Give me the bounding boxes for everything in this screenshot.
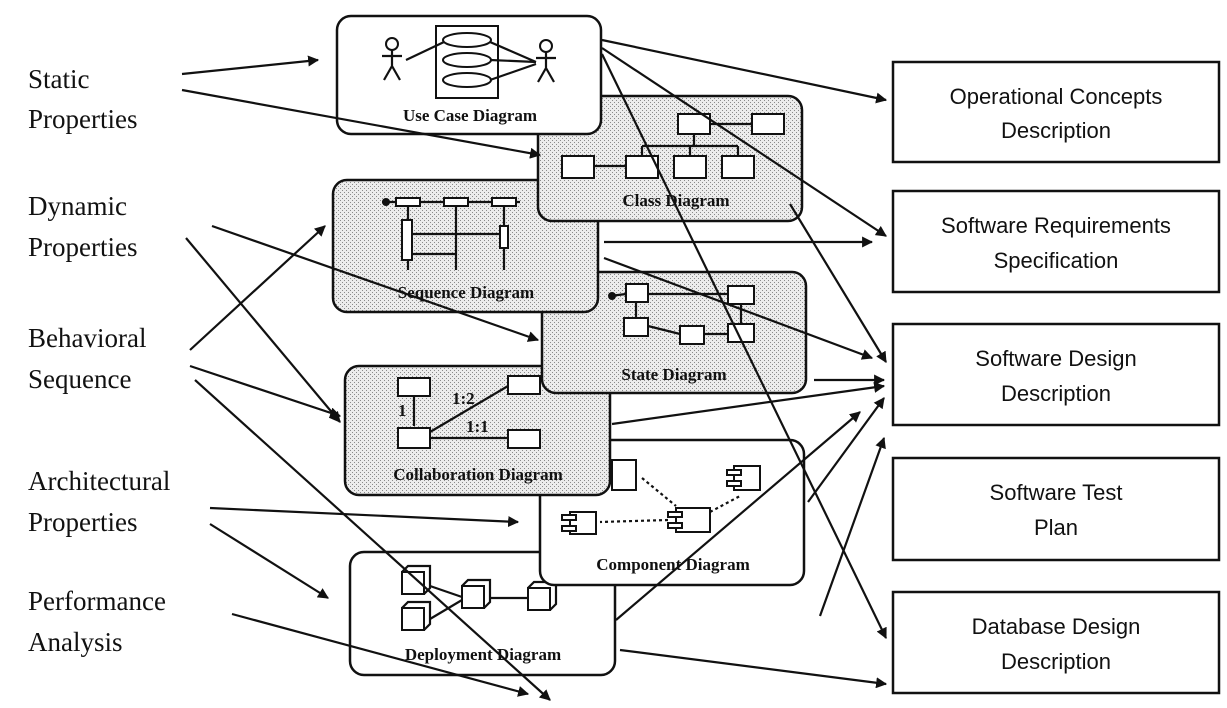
state-diagram-caption: State Diagram [621,365,726,384]
arrow [601,47,887,237]
sequence-diagram: Sequence Diagram [331,178,600,314]
class-diagram-caption: Class Diagram [622,191,729,210]
property-line: Performance [28,586,166,616]
arrow [619,648,888,689]
property-line: Sequence [28,364,131,394]
document-line: Database Design [972,614,1141,639]
property-behavioral-label: Behavioral Sequence [28,323,146,394]
arrow [611,381,886,426]
arrow [189,225,326,351]
document-line: Description [1001,381,1111,406]
property-dynamic-label: Dynamic Properties [28,191,137,262]
collab-message-label: 1 [398,401,407,420]
document-line: Specification [994,248,1119,273]
deployment-diagram-caption: Deployment Diagram [405,645,561,664]
property-line: Static [28,64,90,94]
document-srs: Software Requirements Specification [891,189,1221,294]
arrow [185,237,341,423]
collaboration-diagram-caption: Collaboration Diagram [393,465,563,484]
property-line: Properties [28,104,137,134]
arrow [194,379,551,701]
document-line: Software Test [990,480,1123,505]
actor-icon [536,39,556,83]
arrow [231,612,530,697]
document-line: Plan [1034,515,1078,540]
property-line: Architectural [28,466,170,496]
property-architectural-label: Architectural Properties [28,466,170,537]
property-line: Properties [28,232,137,262]
arrow [211,224,540,342]
arrow [209,506,520,528]
arrow [209,523,329,599]
arrow [615,411,861,621]
document-stp: Software Test Plan [891,456,1221,562]
arrow [603,256,874,360]
arrow [807,397,885,503]
property-performance-label: Performance Analysis [28,586,166,657]
document-line: Description [1001,118,1111,143]
property-line: Dynamic [28,191,127,221]
node-icon [401,564,558,631]
arrow [818,436,886,617]
class-diagram: Class Diagram [536,94,804,223]
connector-arrows [181,38,888,701]
component-diagram-caption: Component Diagram [596,555,749,574]
document-sdd: Software Design Description [891,322,1221,427]
collaboration-diagram: 1:2 1 1:1 Collaboration Diagram [343,364,612,497]
actor-icon [382,37,402,81]
document-line: Operational Concepts [950,84,1163,109]
arrow [789,203,887,363]
sequence-diagram-caption: Sequence Diagram [398,283,534,302]
arrow [601,38,888,104]
arrow [601,53,887,639]
use-case-diagram-caption: Use Case Diagram [403,106,537,125]
arrow [189,364,342,419]
document-dbdd: Database Design Description [891,590,1221,695]
property-line: Behavioral [28,323,146,353]
use-case-diagram: Use Case Diagram [335,14,603,136]
document-line: Description [1001,649,1111,674]
state-diagram: State Diagram [540,270,808,395]
property-line: Properties [28,507,137,537]
arrow [181,88,542,159]
document-ocd: Operational Concepts Description [891,60,1221,164]
arrow [181,55,320,76]
document-line: Software Design [975,346,1136,371]
document-line: Software Requirements [941,213,1171,238]
collab-message-label: 1:1 [466,417,489,436]
property-line: Analysis [28,627,123,657]
collab-message-label: 1:2 [452,389,475,408]
component-icon [561,459,761,535]
property-static-label: Static Properties [28,64,137,134]
